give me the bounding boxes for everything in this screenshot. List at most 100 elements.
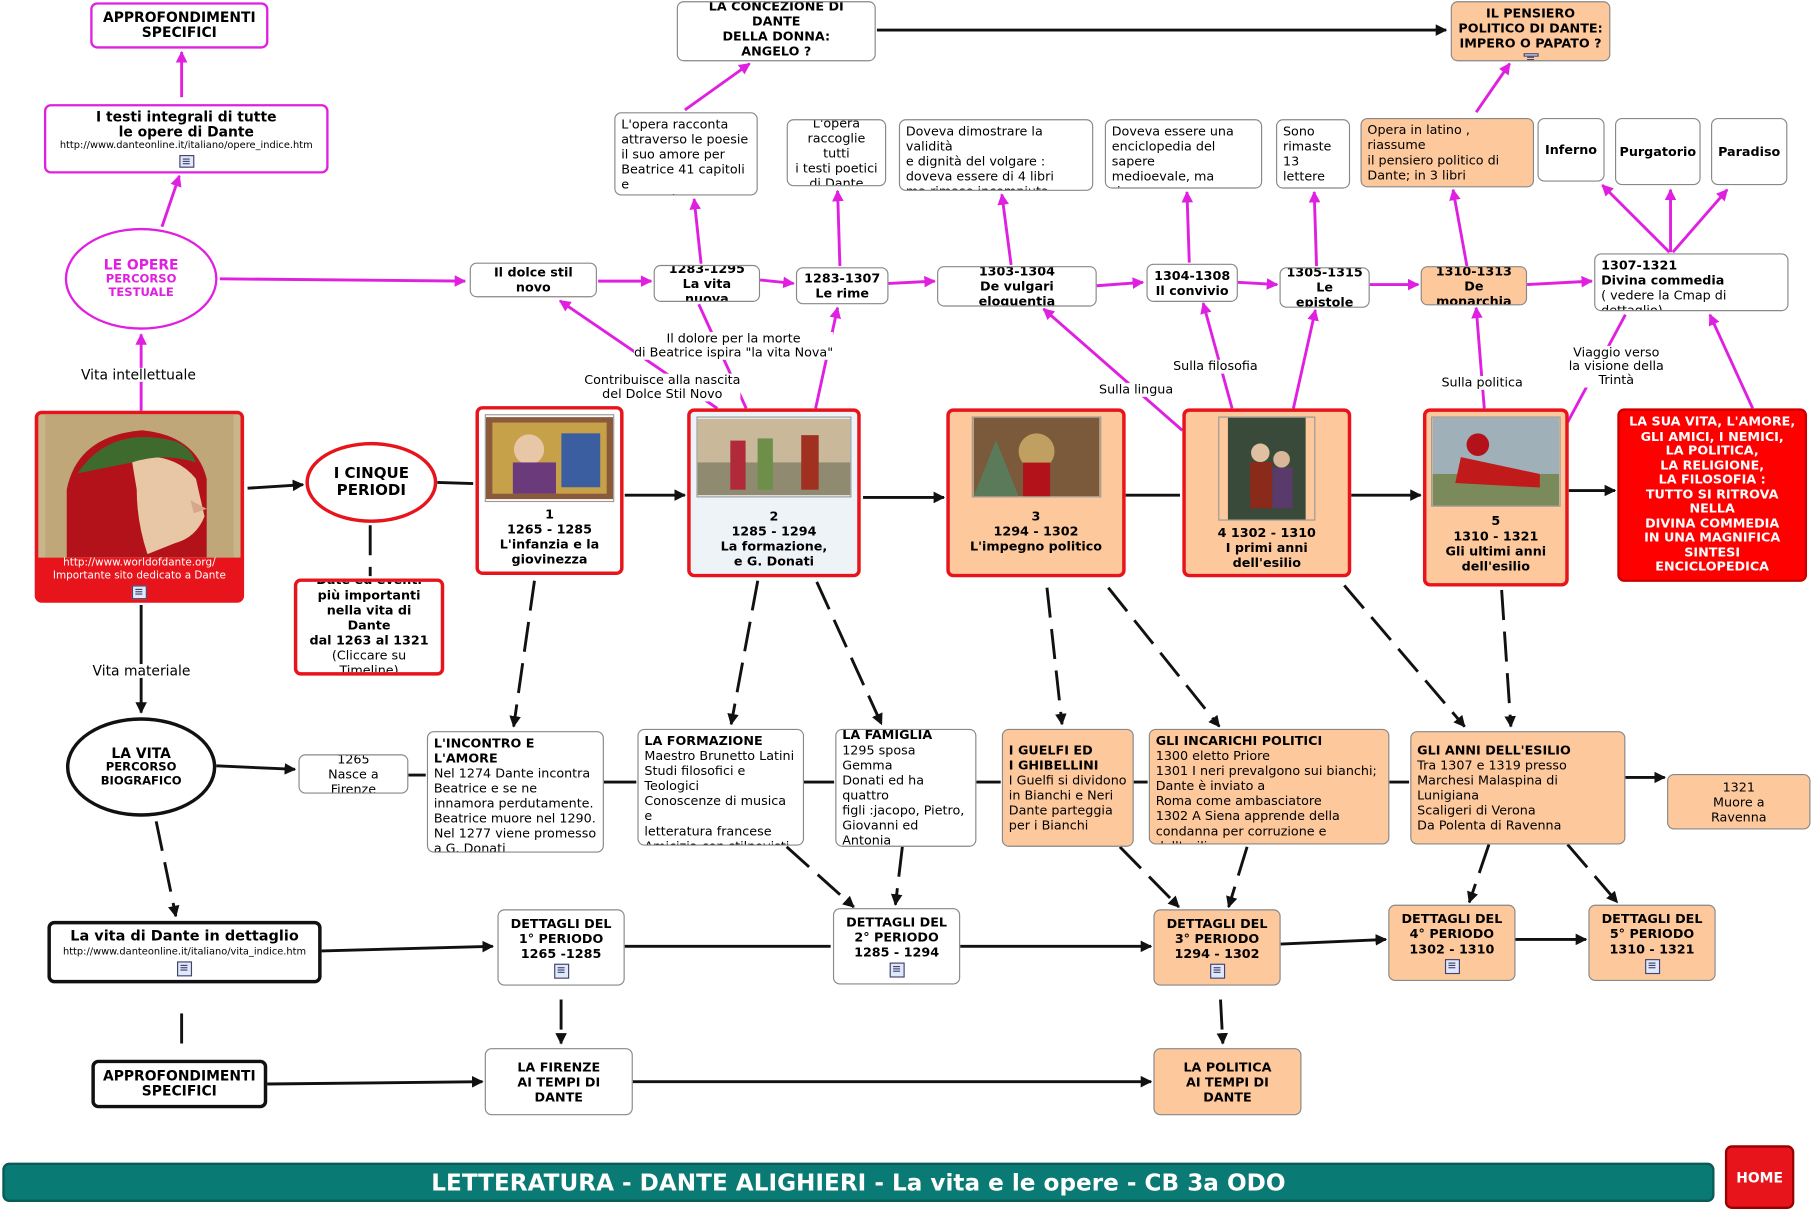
period-2-box[interactable]: 2 1285 - 1294 La formazione, e G. Donati [687,408,861,578]
incarichi-box[interactable]: GLI INCARICHI POLITICI 1300 eletto Prior… [1148,728,1390,845]
dettagli-3-box[interactable]: DETTAGLI DEL 3° PERIODO 1294 - 1302 [1153,909,1281,986]
concezione-donna-box[interactable]: LA CONCEZIONE DI DANTE DELLA DONNA: ANGE… [676,1,876,62]
cinque-periodi-label: I CINQUE PERIODI [333,465,410,500]
testi-integrali-box[interactable]: I testi integrali di tutte le opere di D… [43,104,329,174]
purgatorio-box[interactable]: Purgatorio [1615,118,1701,186]
esilio-title: GLI ANNI DELL'ESILIO [1417,742,1571,758]
desc-rime-text: L'opera raccoglie tutti i testi poetici … [795,119,878,187]
sintesi-box: LA SUA VITA, L'AMORE, GLI AMICI, I NEMIC… [1617,408,1808,582]
magenta-link [1096,277,1145,289]
home-button[interactable]: HOME [1724,1145,1795,1209]
dante-portrait-image [38,414,241,558]
paradiso-box[interactable]: Paradiso [1711,118,1788,186]
black-link [247,479,305,492]
document-link-icon[interactable] [553,963,569,979]
politica-box[interactable]: LA POLITICA AI TEMPI DI DANTE [1153,1048,1302,1116]
famiglia-box[interactable]: LA FAMIGLIA 1295 sposa Gemma Donati ed h… [835,728,977,847]
portrait-caption[interactable]: http://www.worldofdante.org/ Importante … [52,557,226,582]
incontro-box[interactable]: L'INCONTRO E L'AMORE Nel 1274 Dante inco… [426,731,604,853]
opera-commedia-sub: ( vedere la Cmap di dettaglio) [1601,288,1727,312]
dettagli-1-label: DETTAGLI DEL 1° PERIODO 1265 -1285 [510,916,612,962]
date-eventi-box[interactable]: Date ed eventi più importanti nella vita… [293,578,445,676]
period-3-box[interactable]: 3 1294 - 1302 L'impegno politico [946,408,1126,578]
opera-monarchia[interactable]: 1310-1313 De monarchia [1420,266,1528,306]
opera-dolce-stil-novo[interactable]: Il dolce stil novo [469,262,597,298]
black-link [785,845,855,909]
dettagli-5-label: DETTAGLI DEL 5° PERIODO 1310 - 1321 [1601,911,1703,957]
purgatorio-label: Purgatorio [1619,144,1697,160]
opera-epistole[interactable]: 1305-1315 Le epistole [1279,267,1370,308]
esilio-box[interactable]: GLI ANNI DELL'ESILIO Tra 1307 e 1319 pre… [1410,731,1626,845]
black-link [437,480,474,486]
incarichi-title: GLI INCARICHI POLITICI [1155,733,1323,749]
opera-divina-commedia[interactable]: 1307-1321 Divina commedia ( vedere la Cm… [1594,253,1789,312]
opera-vita-nuova-label: 1283-1295 La vita nuova [668,264,745,302]
desc-epistole: Sono rimaste 13 lettere [1276,119,1351,189]
formazione-box[interactable]: LA FORMAZIONE Maestro Brunetto Latini St… [637,728,805,846]
date-eventi-note: (Cliccare su Timeline) [331,647,407,676]
magenta-link [1708,313,1754,409]
pensiero-politico-label: IL PENSIERO POLITICO DI DANTE: IMPERO O … [1458,5,1603,51]
magenta-link [1237,278,1279,290]
inferno-box[interactable]: Inferno [1537,118,1605,182]
cinque-periodi-oval[interactable]: I CINQUE PERIODI [305,441,438,523]
black-link [1107,586,1221,728]
incontro-title: L'INCONTRO E L'AMORE [433,735,535,766]
document-link-icon[interactable] [889,962,905,978]
guelfi-box[interactable]: I GUELFI ED I GHIBELLINI I Guelfi si div… [1001,728,1134,847]
approfondimenti-bottom-box[interactable]: APPROFONDIMENTI SPECIFICI [91,1059,268,1109]
document-link-icon[interactable] [1644,959,1660,975]
testi-integrali-url[interactable]: http://www.danteonline.it/italiano/opere… [59,139,313,152]
black-link [154,821,180,918]
opera-rime[interactable]: 1283-1307 Le rime [795,267,889,305]
firenze-box[interactable]: LA FIRENZE AI TEMPI DI DANTE [484,1048,633,1116]
desc-rime: L'opera raccoglie tutti i testi poetici … [786,119,887,187]
label-sulla-politica: Sulla politica [1441,374,1523,390]
formazione-title: LA FORMAZIONE [644,733,763,749]
black-link [815,581,883,726]
le-opere-oval[interactable]: LE OPERE PERCORSO TESTUALE [64,227,218,330]
vita-dettaglio-url[interactable]: http://www.danteonline.it/italiano/vita_… [62,946,307,958]
document-link-icon[interactable] [1523,53,1539,58]
opera-vulgari[interactable]: 1303-1304 De vulgari eloquentia [937,266,1097,307]
magenta-link [684,62,751,112]
document-link-icon[interactable] [1209,963,1225,979]
pensiero-politico-box[interactable]: IL PENSIERO POLITICO DI DANTE: IMPERO O … [1450,1,1611,62]
desc-monarchia: Opera in latino , riassume il pensiero p… [1360,118,1535,188]
label-contribuisce: Contribuisce alla nascita del Dolce Stil… [584,372,741,402]
period-1-box[interactable]: 1 1265 - 1285 L'infanzia e la giovinezza [475,406,624,575]
le-opere-sub: PERCORSO TESTUALE [105,272,177,300]
label-sulla-lingua: Sulla lingua [1099,381,1174,397]
dettagli-1-box[interactable]: DETTAGLI DEL 1° PERIODO 1265 -1285 [497,909,625,986]
document-link-icon[interactable] [131,585,147,600]
black-link [890,846,904,906]
period-5-label: 5 1310 - 1321 Gli ultimi anni dell'esili… [1445,513,1547,574]
black-link [1226,846,1249,909]
guelfi-title: I GUELFI ED I GHIBELLINI [1008,742,1099,773]
dettagli-4-label: DETTAGLI DEL 4° PERIODO 1302 - 1310 [1401,911,1503,957]
testi-integrali-label: I testi integrali di tutte le opere di D… [96,108,277,140]
opera-monarchia-label: 1310-1313 De monarchia [1435,266,1512,306]
dettagli-2-label: DETTAGLI DEL 2° PERIODO 1285 - 1294 [846,915,948,961]
dettagli-4-box[interactable]: DETTAGLI DEL 4° PERIODO 1302 - 1310 [1388,904,1516,982]
dante-portrait-box[interactable]: http://www.worldofdante.org/ Importante … [34,410,245,603]
vita-dettaglio-box[interactable]: La vita di Dante in dettaglio http://www… [47,920,322,984]
magenta-link [1601,184,1671,254]
magenta-link [1308,190,1321,267]
magenta-link [1671,188,1729,254]
opera-convivio[interactable]: 1304-1308 Il convivio [1146,263,1238,302]
period-4-box[interactable]: 4 1302 - 1310 I primi anni dell'esilio [1182,408,1352,578]
approfondimenti-top-box[interactable]: APPROFONDIMENTI SPECIFICI [90,2,269,49]
period-5-box[interactable]: 5 1310 - 1321 Gli ultimi anni dell'esili… [1422,408,1569,587]
document-link-icon[interactable] [1444,959,1460,975]
period-2-image [696,416,852,498]
opera-vita-nuova[interactable]: 1283-1295 La vita nuova [653,264,761,302]
dettagli-2-box[interactable]: DETTAGLI DEL 2° PERIODO 1285 - 1294 [832,908,961,985]
document-link-icon[interactable] [178,155,194,168]
magenta-link [888,275,936,288]
famiglia-title: LA FAMIGLIA [842,728,933,743]
dettagli-5-box[interactable]: DETTAGLI DEL 5° PERIODO 1310 - 1321 [1588,904,1716,982]
la-vita-oval[interactable]: LA VITA PERCORSO BIOGRAFICO [65,717,217,817]
desc-convivio: Doveva essere una enciclopedia del saper… [1104,119,1263,189]
document-link-icon[interactable] [177,961,193,977]
